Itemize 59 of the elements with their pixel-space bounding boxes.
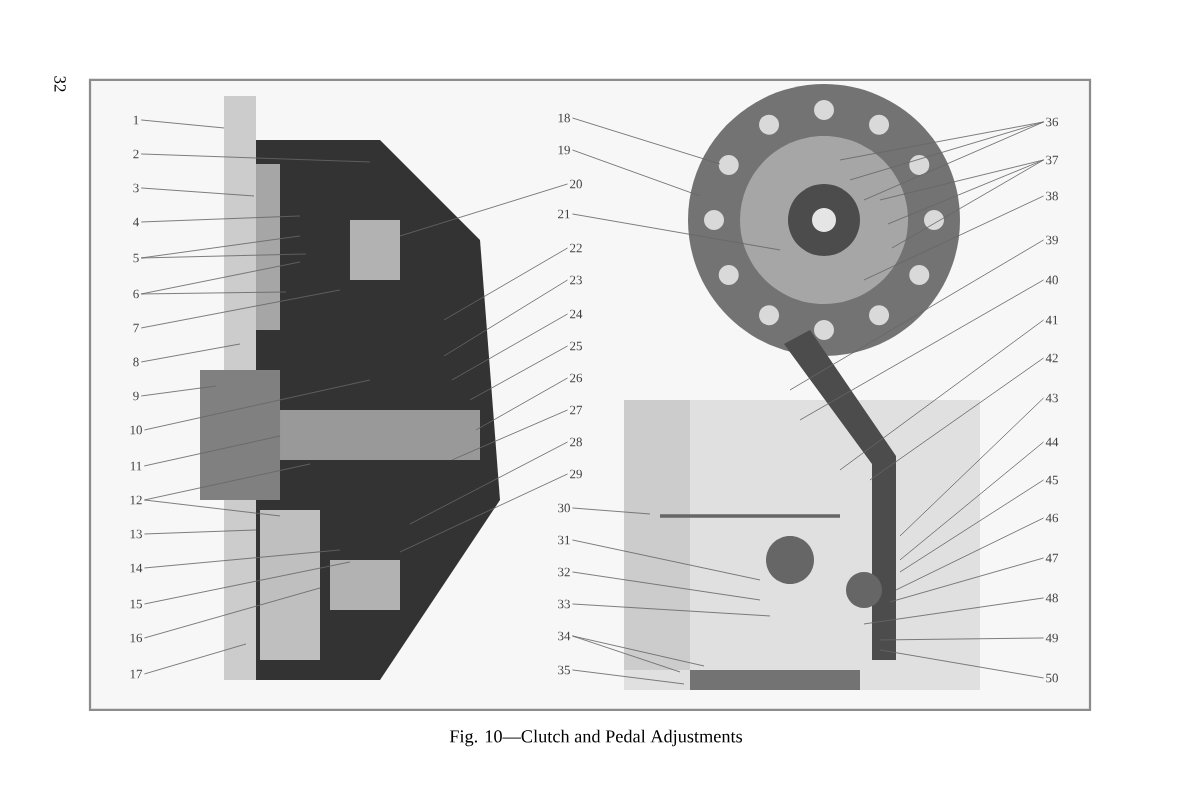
leader-line [140,289,341,329]
leader-line [443,247,568,321]
leader-line [469,345,568,401]
leader-line [879,649,1044,679]
leader-line [140,291,287,295]
leader-line [572,149,701,197]
leader-line [144,549,341,569]
leader-line [409,441,568,525]
leader-line [789,239,1044,391]
leader-line [572,603,771,617]
leader-line [144,499,281,517]
leader-line [895,517,1044,591]
leader-line [140,153,371,163]
figure-caption: Fig. 10—Clutch and Pedal Adjustments [449,729,743,747]
leader-line [443,279,568,357]
leader-line [879,637,1044,641]
leader-line [869,357,1044,481]
leader-line [451,313,568,381]
leader-line [144,561,351,605]
leader-line [451,409,568,461]
leader-line [475,377,568,431]
leader-line [144,529,257,535]
leader-line [399,183,568,237]
leader-line [144,587,321,639]
leader-line [863,121,1044,201]
leader-line [144,463,311,501]
leader-line [572,571,761,601]
leader-line [140,385,217,397]
page-number: 32 [54,76,66,92]
leader-line [572,635,681,673]
leader-line [899,441,1044,561]
leader-line [572,669,685,685]
leader-line [839,319,1044,471]
leader-line [863,597,1044,625]
leader-line [572,213,781,251]
leader-line [572,539,761,581]
leader-line [887,159,1044,225]
leader-line [891,159,1044,249]
leader-line [140,119,225,129]
leader-line [140,261,301,295]
leader-line [863,195,1044,281]
leader-line [144,643,247,675]
leader-line [399,473,568,553]
leader-line [140,187,255,197]
leader-line [144,379,371,431]
leader-line [899,397,1044,537]
leader-line [140,253,307,259]
leader-line [143,435,281,467]
leader-line [839,121,1044,161]
leader-line [572,117,721,165]
leader-line [799,279,1044,421]
leader-line [140,343,241,363]
leader-line [572,635,705,667]
leader-line [899,479,1044,573]
leader-line [140,215,301,223]
leader-line [879,159,1044,201]
leader-line [849,121,1044,181]
leader-line [572,507,651,515]
leader-line [889,557,1044,603]
